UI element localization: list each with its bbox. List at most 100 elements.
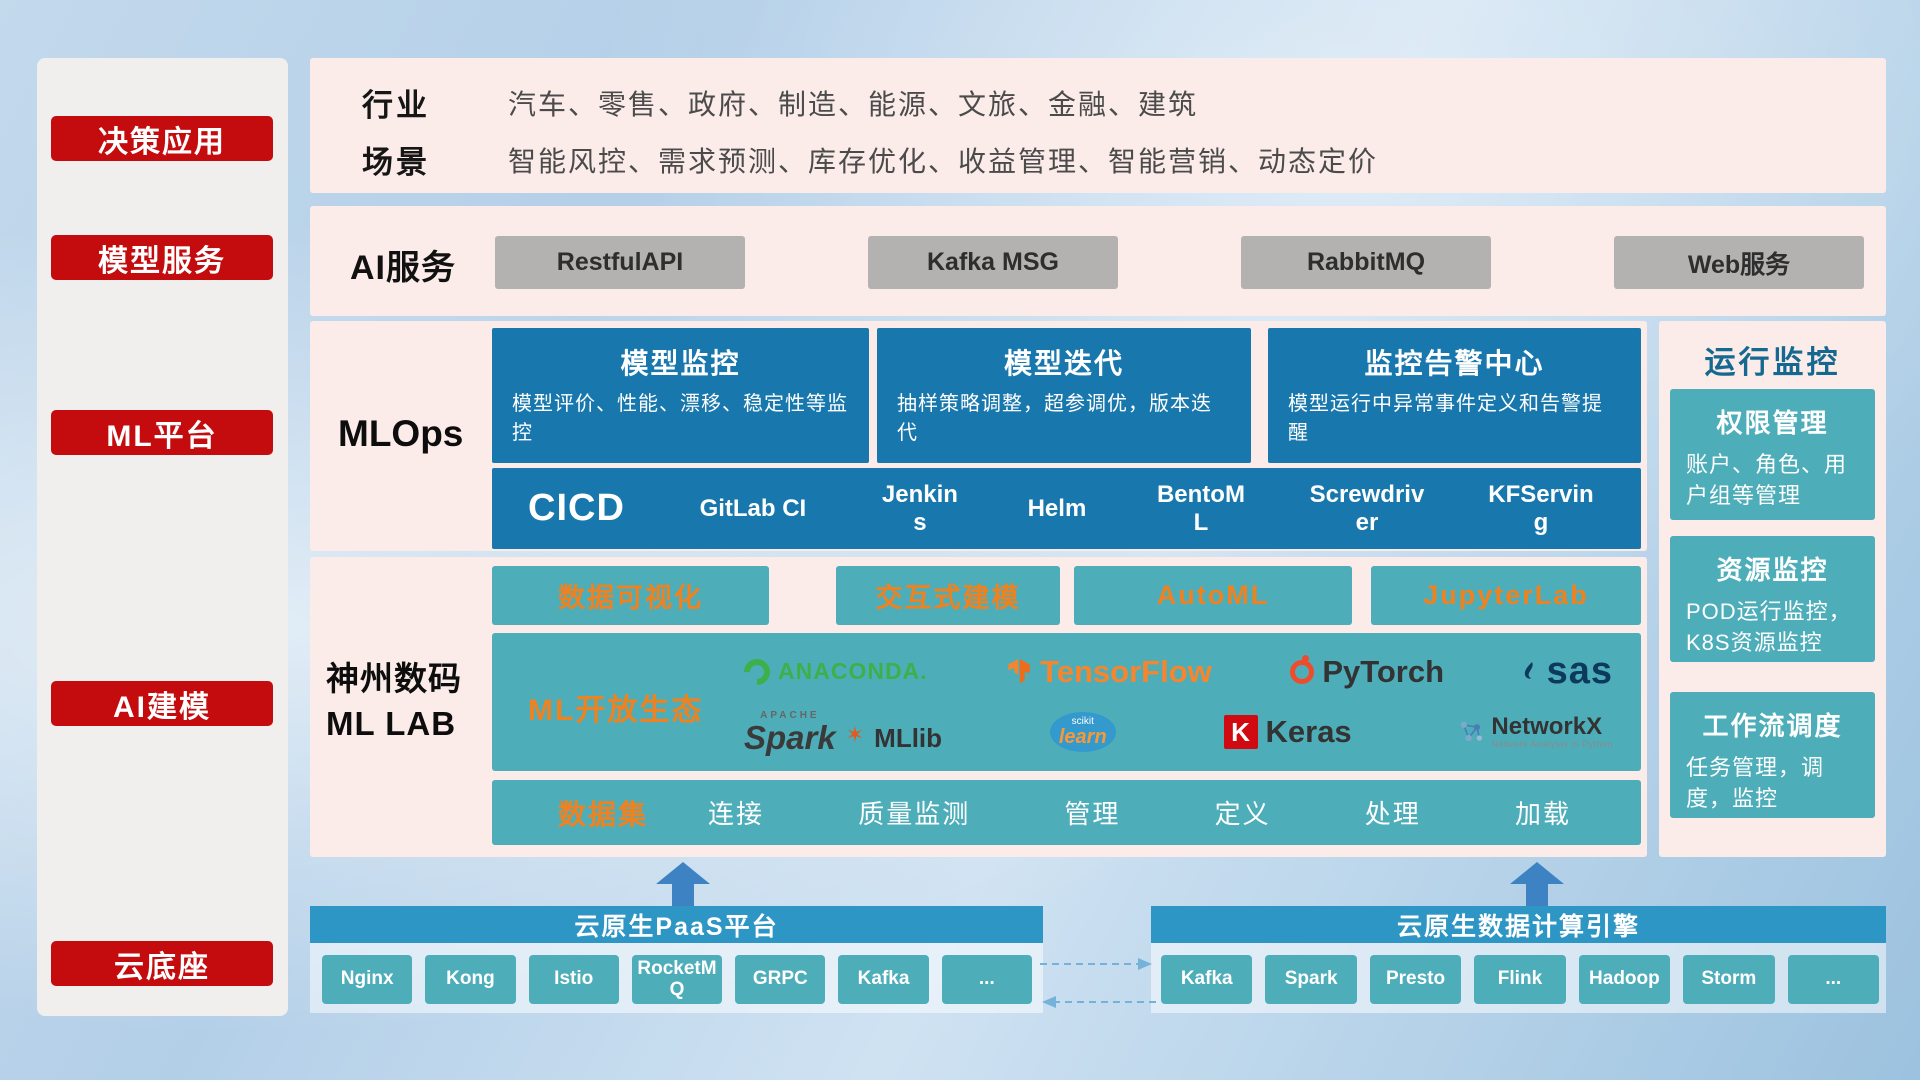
dataset-item-connect: 连接 xyxy=(708,799,765,829)
kong-button: Kong xyxy=(425,955,516,1004)
keras-k-icon: K xyxy=(1223,715,1258,750)
paas-header: 云原生PaaS平台 xyxy=(310,906,1043,943)
data-visualization-button: 数据可视化 xyxy=(492,566,769,625)
kafka-msg-button: Kafka MSG xyxy=(868,236,1118,289)
workflow-scheduling-card: 工作流调度 任务管理，调度，监控 xyxy=(1670,692,1875,818)
dataset-item-define: 定义 xyxy=(1214,799,1271,829)
card-title: 模型迭代 xyxy=(1003,348,1124,379)
helm-item: Helm xyxy=(1027,494,1087,522)
up-arrow-icon xyxy=(1510,862,1564,906)
card-desc: 任务管理，调度，监控 xyxy=(1686,755,1825,811)
anaconda-icon xyxy=(738,653,776,691)
tensorflow-logo: TensorFlow xyxy=(1006,654,1212,690)
industry-value: 汽车、零售、政府、制造、能源、文旅、金融、建筑 xyxy=(508,88,1199,120)
grpc-button: GRPC xyxy=(735,955,826,1004)
mllib-text: MLlib xyxy=(874,722,943,753)
mlops-panel: MLOps 模型监控 模型评价、性能、漂移、稳定性等监控 模型迭代 抽样策略调整… xyxy=(310,321,1647,551)
ecosystem-logos: ANACONDA. TensorFlow PyTorch xyxy=(730,633,1627,771)
presto-button: Presto xyxy=(1369,955,1462,1004)
pytorch-text: PyTorch xyxy=(1322,653,1445,689)
engine-header: 云原生数据计算引擎 xyxy=(1151,906,1886,943)
engine-buttons: Kafka Spark Presto Flink Hadoop Storm ..… xyxy=(1161,955,1879,1004)
jupyterlab-button: JupyterLab xyxy=(1371,566,1641,625)
card-title: 资源监控 xyxy=(1716,555,1829,585)
sidebar-item-ml-platform: ML平台 xyxy=(51,410,273,455)
card-title: 工作流调度 xyxy=(1702,711,1843,741)
cicd-label: CICD xyxy=(528,487,625,529)
keras-logo: K Keras xyxy=(1223,714,1352,750)
dataset-item-quality: 质量监测 xyxy=(858,799,971,829)
up-arrow-icon xyxy=(656,862,710,906)
spark-text: Spark xyxy=(744,718,836,756)
scenario-label: 场景 xyxy=(362,145,430,180)
alert-center-card: 监控告警中心 模型运行中异常事件定义和告警提醒 xyxy=(1268,328,1641,463)
mllab-label: 神州数码 ML LAB xyxy=(326,657,486,746)
card-desc: 抽样策略调整，超参调优，版本迭代 xyxy=(897,393,1212,444)
dataset-item-load: 加载 xyxy=(1514,799,1571,829)
card-desc: 账户、角色、用户组等管理 xyxy=(1686,452,1848,508)
model-monitoring-card: 模型监控 模型评价、性能、漂移、稳定性等监控 xyxy=(492,328,869,463)
anaconda-text: ANACONDA. xyxy=(778,658,928,685)
paas-buttons: Nginx Kong Istio RocketMQ GRPC Kafka ... xyxy=(322,955,1032,1004)
sidebar-item-model-service: 模型服务 xyxy=(51,235,273,280)
networkx-text: NetworkX xyxy=(1491,713,1603,741)
networkx-graph-icon xyxy=(1461,721,1483,742)
card-title: 权限管理 xyxy=(1716,408,1829,438)
dataset-item-manage: 管理 xyxy=(1064,799,1121,829)
runtime-monitoring-panel: 运行监控 权限管理 账户、角色、用户组等管理 资源监控 POD运行监控，K8S资… xyxy=(1659,321,1886,857)
jenkins-item: Jenkins xyxy=(881,480,958,536)
dashed-connector-arrows xyxy=(1040,958,1156,1008)
ai-service-buttons: RestfulAPI Kafka MSG RabbitMQ Web服务 xyxy=(495,236,1864,289)
sidebar-item-cloud-base: 云底座 xyxy=(51,941,273,986)
networkx-wordmark: NetworkX Network Analysis in Python xyxy=(1491,713,1613,750)
card-title: 模型监控 xyxy=(620,348,741,379)
dataset-label: 数据集 xyxy=(558,798,649,830)
scikit-text: scikit xyxy=(1071,716,1094,728)
more-button: ... xyxy=(941,955,1032,1004)
ml-ecosystem-label: ML开放生态 xyxy=(528,694,704,727)
engine-more-button: ... xyxy=(1787,955,1879,1004)
left-sidebar: 决策应用 模型服务 ML平台 AI建模 云底座 xyxy=(37,58,288,1016)
spark-mllib-logo: APACHE Spark ✶ MLlib xyxy=(744,709,943,756)
kfserving-item: KFServing xyxy=(1488,480,1594,536)
flink-button: Flink xyxy=(1474,955,1566,1004)
permission-management-card: 权限管理 账户、角色、用户组等管理 xyxy=(1670,389,1875,520)
scenario-value: 智能风控、需求预测、库存优化、收益管理、智能营销、动态定价 xyxy=(508,145,1379,177)
model-iteration-card: 模型迭代 抽样策略调整，超参调优，版本迭代 xyxy=(877,328,1251,463)
industry-label: 行业 xyxy=(362,88,430,123)
sas-logo: sas xyxy=(1523,650,1613,693)
pytorch-icon xyxy=(1290,654,1315,684)
card-desc: POD运行监控，K8S资源监控 xyxy=(1686,599,1852,655)
mllab-label-line1: 神州数码 xyxy=(326,660,462,697)
scenario-row: 场景 智能风控、需求预测、库存优化、收益管理、智能营销、动态定价 xyxy=(362,137,1378,182)
bentoml-item: BentoML xyxy=(1156,480,1245,536)
istio-button: Istio xyxy=(528,955,619,1004)
card-title: 监控告警中心 xyxy=(1364,348,1545,379)
automl-button: AutoML xyxy=(1074,566,1352,625)
restful-api-button: RestfulAPI xyxy=(495,236,745,289)
storm-button: Storm xyxy=(1683,955,1775,1004)
nginx-button: Nginx xyxy=(322,955,413,1004)
apache-text: APACHE xyxy=(760,709,820,721)
mllab-panel: 神州数码 ML LAB 数据可视化 交互式建模 AutoML JupyterLa… xyxy=(310,557,1647,857)
dataset-bar: 数据集 连接 质量监测 管理 定义 处理 加载 xyxy=(492,780,1641,845)
sas-swirl-icon xyxy=(1524,661,1533,679)
anaconda-logo: ANACONDA. xyxy=(738,653,928,691)
mlops-label: MLOps xyxy=(338,413,464,454)
scikit-learn-logo: scikit learn xyxy=(1049,712,1116,753)
rocketmq-button: RocketMQ xyxy=(631,955,723,1004)
logo-row-1: ANACONDA. TensorFlow PyTorch xyxy=(730,650,1627,693)
kafka-button: Kafka xyxy=(838,955,929,1004)
card-desc: 模型运行中异常事件定义和告警提醒 xyxy=(1288,393,1603,444)
tensorflow-text: TensorFlow xyxy=(1040,653,1212,689)
ai-service-panel: AI服务 RestfulAPI Kafka MSG RabbitMQ Web服务 xyxy=(310,206,1886,316)
screwdriver-item: Screwdriver xyxy=(1309,480,1425,536)
runtime-monitoring-title: 运行监控 xyxy=(1704,345,1841,380)
sidebar-item-decision-apps: 决策应用 xyxy=(51,116,273,161)
industry-scenario-panel: 行业 汽车、零售、政府、制造、能源、文旅、金融、建筑 场景 智能风控、需求预测、… xyxy=(310,58,1886,193)
sas-text: sas xyxy=(1546,650,1613,693)
logo-row-2: APACHE Spark ✶ MLlib scikit learn K Kera… xyxy=(730,709,1627,756)
learn-text: learn xyxy=(1058,726,1107,749)
interactive-modeling-button: 交互式建模 xyxy=(836,566,1060,625)
